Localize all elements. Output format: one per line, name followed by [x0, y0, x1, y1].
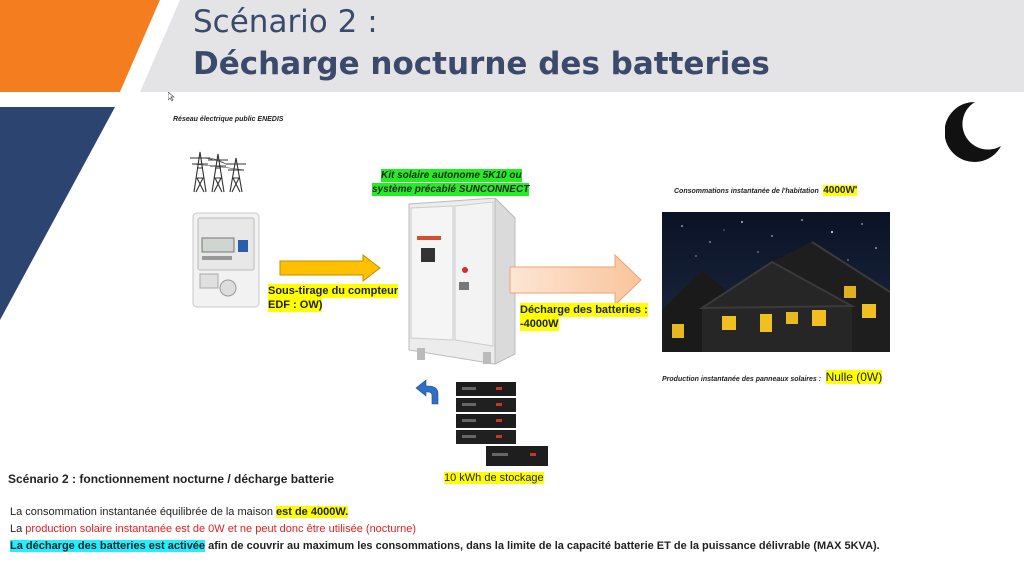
grid-label: Réseau électrique public ENEDIS: [173, 116, 284, 123]
page-title-line1: Scénario 2 :: [193, 4, 378, 40]
grid-flow-arrow: [279, 254, 381, 282]
line2-prefix: La: [10, 523, 26, 535]
power-pylons-icon: [189, 151, 246, 193]
scenario-heading: Scénario 2 : fonctionnement nocturne / d…: [8, 472, 335, 486]
electric-meter-image: [192, 212, 260, 308]
line1-prefix: La consommation instantanée équilibrée d…: [10, 506, 276, 518]
page-title-line2: Décharge nocturne des batteries: [193, 46, 770, 82]
storage-label: 10 kWh de stockage: [444, 472, 544, 484]
battery-flow-label-1: Décharge des batteries :: [520, 303, 648, 317]
kit-label-2: système précablé SUNCONNECT: [372, 183, 530, 196]
solar-kit-cabinet-image: [408, 198, 516, 365]
header-white-wedge: [120, 0, 180, 92]
consumption-label: Consommations instantanée de l'habitatio…: [674, 188, 819, 195]
blue-curved-arrow-icon: [415, 379, 439, 405]
scenario-line-2: La production solaire instantanée est de…: [10, 523, 416, 535]
kit-label-1: Kit solaire autonome 5K10 ou: [381, 169, 522, 182]
solar-row: Production instantanée des panneaux sola…: [662, 368, 883, 386]
night-house-image: [662, 212, 890, 352]
solar-label: Production instantanée des panneaux sola…: [662, 376, 822, 383]
line3-rest: afin de couvrir au maximum les consommat…: [205, 540, 880, 552]
scenario-line-3: La décharge des batteries est activée af…: [10, 540, 880, 552]
scenario-line-1: La consommation instantanée équilibrée d…: [10, 506, 349, 518]
battery-flow-arrow: [509, 254, 642, 306]
orange-corner-shape: [0, 0, 160, 92]
battery-stack-image: [456, 382, 548, 466]
consumption-row: Consommations instantanée de l'habitatio…: [674, 180, 858, 198]
battery-flow-label-2: -4000W: [520, 317, 559, 331]
line1-highlight: est de 4000W.: [276, 506, 349, 518]
meter-flow-label-2: EDF : OW): [268, 298, 323, 312]
moon-icon: [945, 101, 1001, 162]
meter-flow-label-1: Sous-tirage du compteur: [268, 284, 399, 298]
solar-value: Nulle (0W): [825, 370, 883, 384]
consumption-value: 4000W': [823, 185, 858, 196]
line2-red: production solaire instantanée est de 0W…: [25, 523, 417, 535]
line3-highlight: La décharge des batteries est activée: [10, 540, 206, 552]
cursor-icon: [168, 92, 175, 102]
navy-side-shape: [0, 107, 115, 320]
